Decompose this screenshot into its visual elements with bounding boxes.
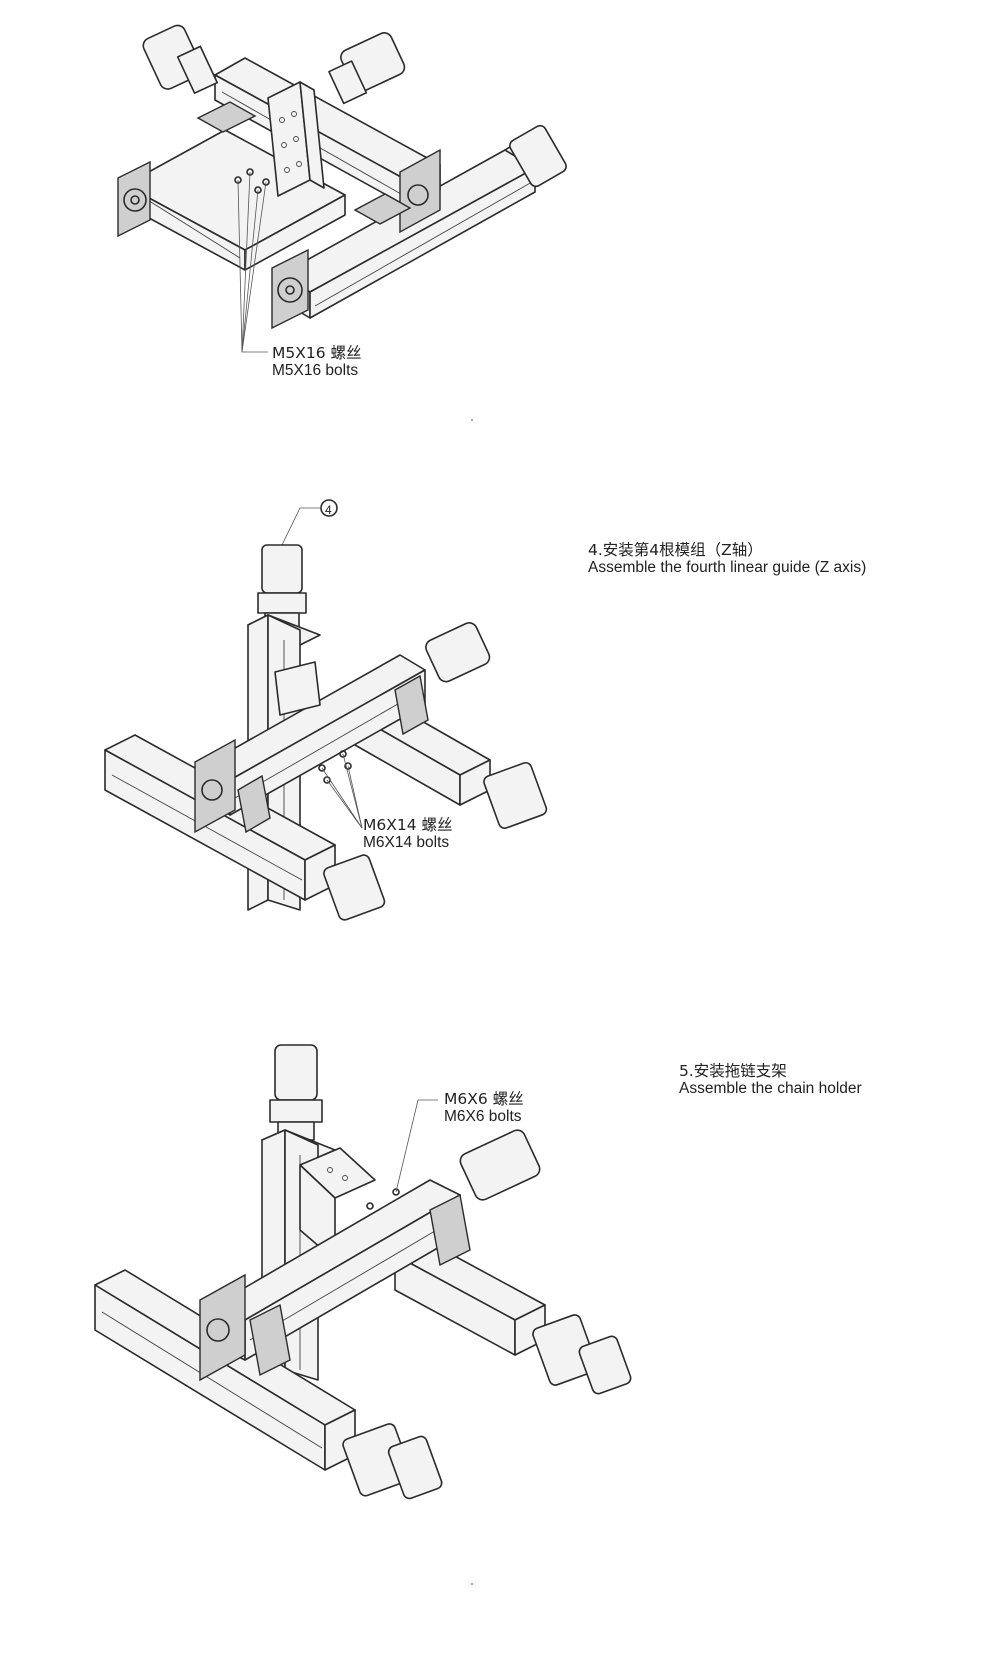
callout-3-zh: M6X6 螺丝	[444, 1090, 524, 1108]
step-4-title: 4.安装第4根模组（Z轴） Assemble the fourth linear…	[588, 541, 866, 577]
left-base-rail	[117, 129, 346, 271]
balloon-4-number: 4	[325, 503, 332, 517]
callout-1-label: M5X16 螺丝 M5X16 bolts	[272, 344, 362, 380]
callout-2-zh: M6X14 螺丝	[363, 816, 453, 834]
left-slider-block	[196, 101, 257, 133]
callout-leader-2	[321, 753, 363, 829]
figure-1-xy-gantry	[117, 24, 567, 353]
step-5-zh: 5.安装拖链支架	[679, 1062, 787, 1080]
figure-2-z-axis	[104, 499, 548, 921]
callout-leader-1	[237, 171, 268, 353]
callout-3-label: M6X6 螺丝 M6X6 bolts	[444, 1090, 524, 1126]
page-mark	[471, 419, 473, 421]
callout-leader-3	[395, 1099, 438, 1193]
z-carriage-plate	[274, 661, 321, 716]
motor-top-right	[328, 32, 406, 105]
right-slider-block	[353, 193, 412, 225]
mounting-plate	[267, 81, 325, 197]
callout-1-zh: M5X16 螺丝	[272, 344, 362, 362]
step-4-zh: 4.安装第4根模组（Z轴）	[588, 541, 763, 559]
step-5-en: Assemble the chain holder	[679, 1080, 862, 1097]
page-mark	[471, 1583, 473, 1585]
m6x6-bolts	[366, 1188, 400, 1210]
fig3-cross-beam	[199, 1129, 541, 1382]
figure-3-chain-holder	[94, 1044, 632, 1500]
callout-1-en: M5X16 bolts	[272, 362, 359, 379]
fig3-right-base-rail	[394, 1239, 632, 1395]
step-4-en: Assemble the fourth linear guide (Z axis…	[588, 559, 867, 576]
callout-2-en: M6X14 bolts	[363, 834, 450, 851]
callout-2-label: M6X14 螺丝 M6X14 bolts	[363, 816, 453, 852]
step-5-title: 5.安装拖链支架 Assemble the chain holder	[679, 1062, 862, 1098]
balloon-4-leader	[281, 507, 321, 546]
callout-3-en: M6X6 bolts	[444, 1108, 522, 1125]
fig2-cross-beam	[194, 622, 491, 834]
fig2-right-base-rail	[354, 699, 548, 829]
fig3-z-motor	[269, 1044, 323, 1141]
motor-top-left	[142, 24, 219, 94]
